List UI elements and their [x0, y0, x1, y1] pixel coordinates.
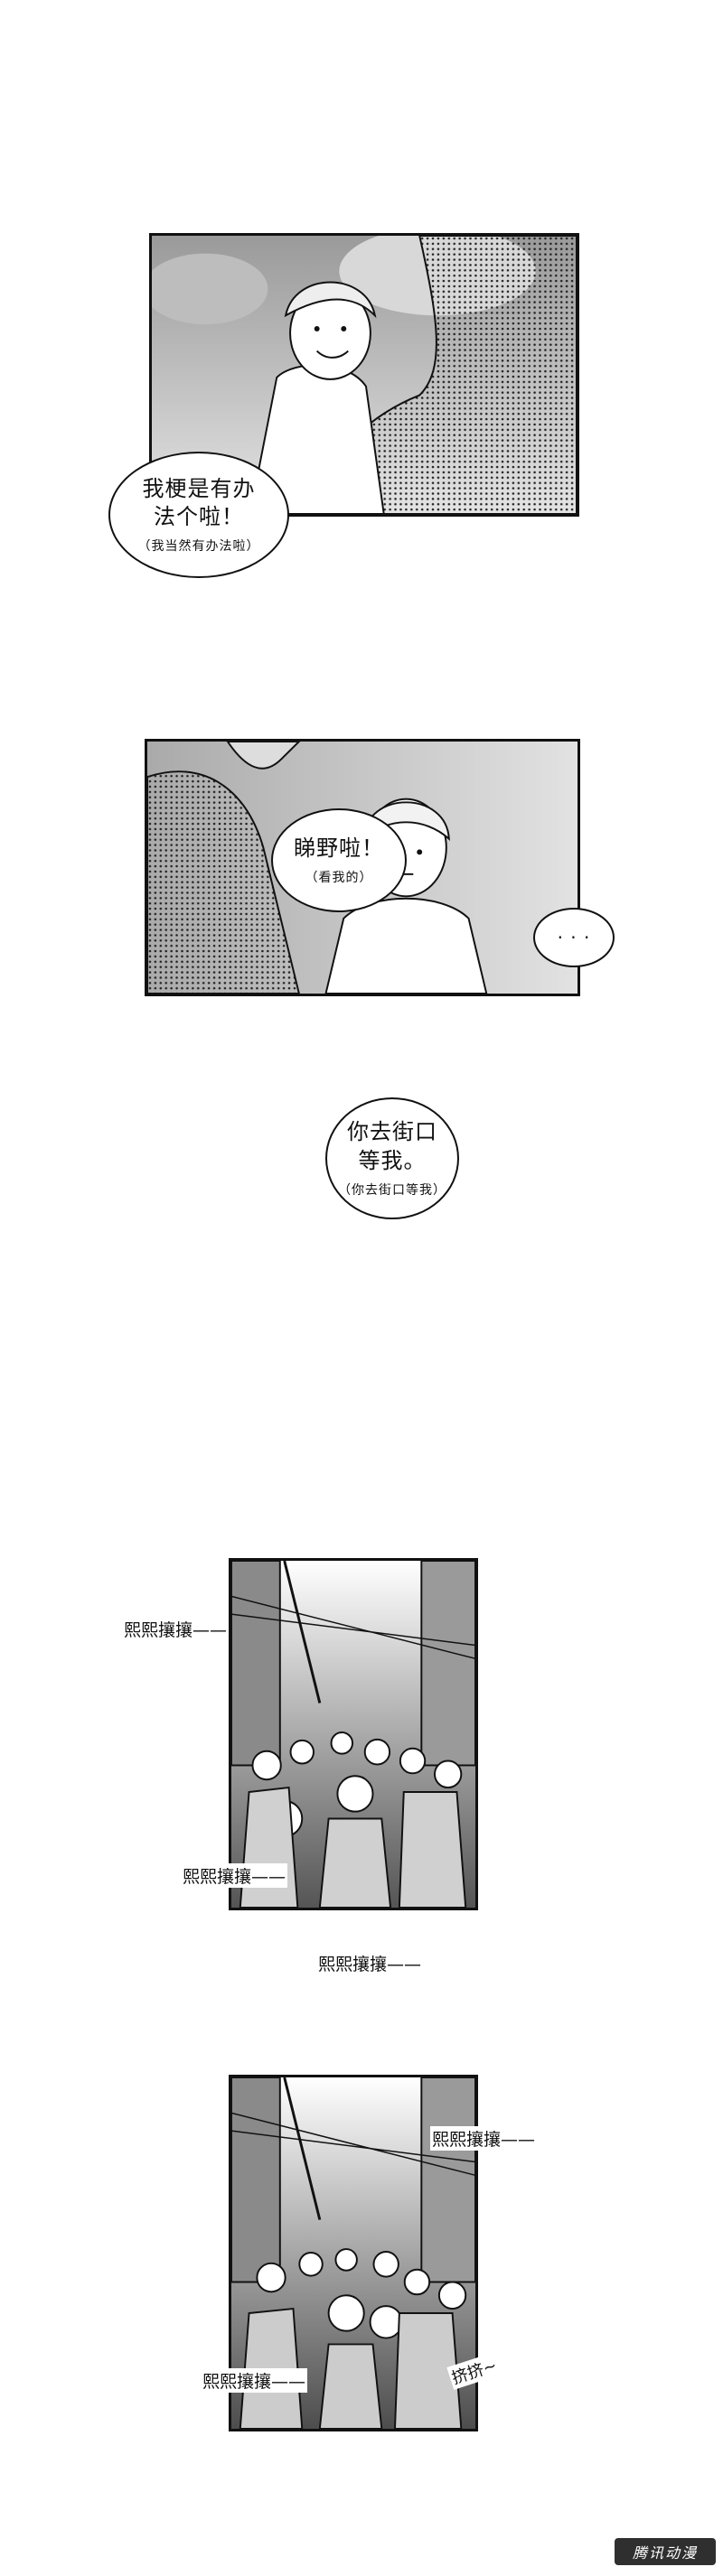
watermark-logo: 腾讯动漫 — [615, 2538, 716, 2565]
panel-3 — [229, 1558, 478, 1910]
panel-2-ellipsis-text: · · · — [557, 927, 591, 948]
panel-4-sfx-bottom: 熙熙攘攘—— — [201, 2368, 308, 2393]
panel-3-sfx-top: 熙熙攘攘—— — [122, 1617, 230, 1641]
panel-2-speech-bubble: 睇野啦！ （看我的） — [271, 808, 407, 912]
standalone-speech-text: 你去街口等我。 — [347, 1119, 437, 1173]
standalone-speech-bubble: 你去街口等我。 （你去街口等我） — [325, 1097, 459, 1219]
panel-2-translation: （看我的） — [305, 871, 373, 886]
panel-3-art — [231, 1561, 475, 1908]
panel-2-ellipsis-bubble: · · · — [533, 908, 615, 967]
panel-1-translation: （我当然有办法啦） — [137, 539, 260, 555]
standalone-translation: （你去街口等我） — [338, 1182, 446, 1198]
panel-1-speech-text: 我梗是有办法个啦！ — [142, 475, 256, 529]
between-panels-sfx: 熙熙攘攘—— — [318, 1955, 422, 1974]
panel-3-sfx-bottom: 熙熙攘攘—— — [181, 1863, 288, 1888]
panel-2-speech-text: 睇野啦！ — [294, 835, 384, 861]
panel-1-speech-bubble: 我梗是有办法个啦！ （我当然有办法啦） — [108, 452, 289, 578]
panel-4-sfx-top: 熙熙攘攘—— — [430, 2126, 538, 2151]
